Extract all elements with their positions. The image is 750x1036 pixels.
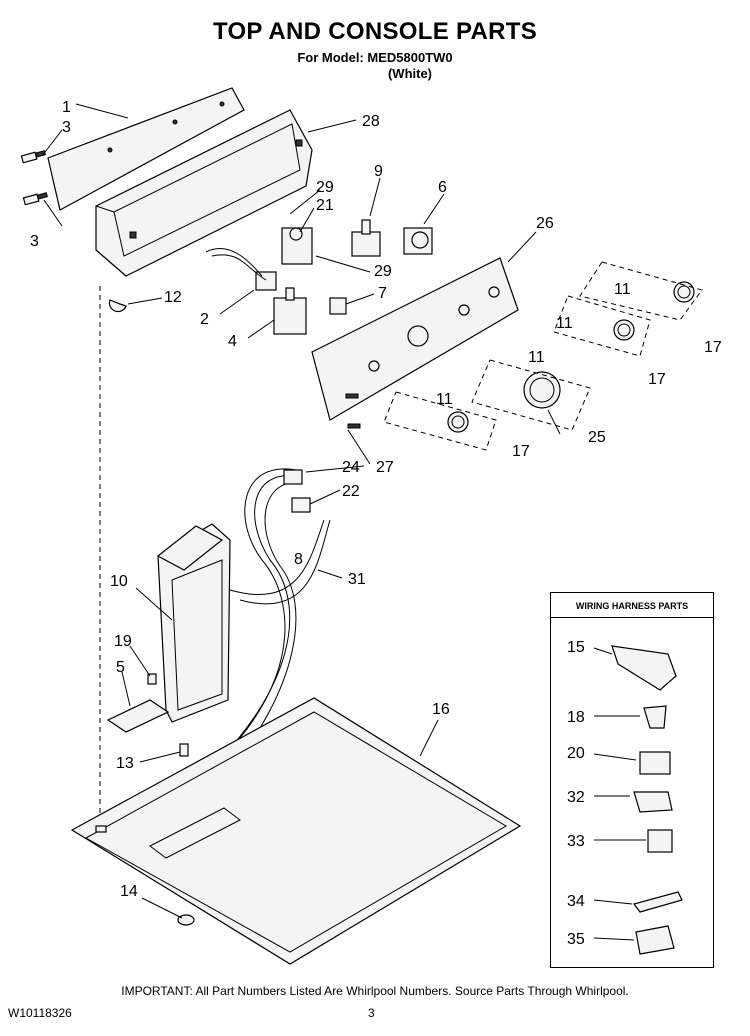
switch-part-9 bbox=[351, 219, 381, 257]
callout-25: 25 bbox=[588, 429, 606, 446]
lint-screen-part-10 bbox=[156, 523, 231, 723]
connector-part-2 bbox=[205, 248, 277, 291]
harness-callout-33: 33 bbox=[567, 833, 585, 850]
switch-part-6 bbox=[403, 227, 433, 255]
callout-24: 24 bbox=[342, 459, 360, 476]
wire-harness-part-31 bbox=[209, 468, 331, 771]
callout-19: 19 bbox=[114, 633, 132, 650]
important-note: IMPORTANT: All Part Numbers Listed Are W… bbox=[121, 984, 629, 998]
model-subtitle: For Model: MED5800TW0 bbox=[297, 50, 453, 65]
harness-parts-drawings: 15 18 20 32 33 34 35 bbox=[567, 639, 683, 955]
harness-callout-34: 34 bbox=[567, 893, 585, 910]
callout-11a: 11 bbox=[614, 281, 631, 298]
screw-part-13 bbox=[179, 743, 189, 757]
callout-29a: 29 bbox=[316, 179, 334, 196]
wiring-harness-parts-box: WIRING HARNESS PARTS bbox=[550, 592, 714, 968]
callout-16: 16 bbox=[432, 701, 450, 718]
callout-1: 1 bbox=[62, 99, 71, 116]
page-number: 3 bbox=[368, 1006, 375, 1020]
callout-2: 2 bbox=[200, 311, 209, 328]
harness-callout-15: 15 bbox=[567, 639, 585, 656]
knob-dashed-guides bbox=[99, 261, 703, 830]
callout-21: 21 bbox=[316, 197, 334, 214]
leader-lines bbox=[41, 103, 561, 919]
callout-11c: 11 bbox=[528, 349, 545, 366]
screw-part-3-upper bbox=[20, 150, 46, 164]
callout-12: 12 bbox=[164, 289, 182, 306]
harness-callout-20: 20 bbox=[567, 745, 585, 762]
callout-11d: 11 bbox=[436, 391, 453, 408]
callout-22: 22 bbox=[342, 483, 360, 500]
callout-31: 31 bbox=[348, 571, 366, 588]
callout-6: 6 bbox=[438, 179, 447, 196]
knob-part-17-c bbox=[447, 411, 469, 433]
callout-26: 26 bbox=[536, 215, 554, 232]
callout-13: 13 bbox=[116, 755, 134, 772]
knob-part-17-a bbox=[673, 281, 695, 303]
control-panel-part-26 bbox=[311, 257, 519, 429]
callout-27: 27 bbox=[376, 459, 394, 476]
harness-callout-18: 18 bbox=[567, 709, 585, 726]
callout-9: 9 bbox=[374, 163, 383, 180]
callout-10: 10 bbox=[110, 573, 128, 590]
harness-box-title: WIRING HARNESS PARTS bbox=[575, 601, 689, 611]
knob-part-17-b bbox=[613, 319, 635, 341]
callout-numbers: 1 3 3 28 29 21 9 6 26 12 2 29 7 4 11 11 … bbox=[30, 99, 722, 900]
callout-29b: 29 bbox=[374, 263, 392, 280]
foot-part-14 bbox=[177, 914, 195, 926]
callout-5: 5 bbox=[116, 659, 125, 676]
clip-part-12 bbox=[108, 299, 127, 313]
harness-callout-35: 35 bbox=[567, 931, 585, 948]
document-number: W10118326 bbox=[8, 1006, 72, 1020]
harness-callout-32: 32 bbox=[567, 789, 585, 806]
rear-panel-part-1 bbox=[47, 87, 245, 211]
screw-part-3-lower bbox=[22, 192, 48, 206]
screw-part-19 bbox=[147, 673, 157, 685]
knob-part-25 bbox=[523, 371, 561, 409]
callout-28: 28 bbox=[362, 113, 380, 130]
callout-17c: 17 bbox=[512, 443, 530, 460]
console-housing-part-28 bbox=[95, 109, 313, 277]
switch-part-21 bbox=[281, 227, 313, 265]
callout-3a: 3 bbox=[62, 119, 71, 136]
color-subtitle: (White) bbox=[387, 66, 433, 81]
page-title: TOP AND CONSOLE PARTS bbox=[212, 18, 538, 45]
callout-17b: 17 bbox=[648, 371, 666, 388]
callout-7: 7 bbox=[378, 285, 387, 302]
bracket-part-5 bbox=[106, 699, 170, 733]
switch-part-4 bbox=[273, 287, 307, 335]
callout-11b: 11 bbox=[556, 315, 573, 332]
callout-3b: 3 bbox=[30, 233, 39, 250]
callout-17a: 17 bbox=[704, 339, 722, 356]
harness-box-divider bbox=[551, 617, 713, 618]
top-cover-part-16 bbox=[70, 697, 522, 965]
callout-14: 14 bbox=[120, 883, 138, 900]
clip-part-7 bbox=[329, 297, 347, 315]
callout-4: 4 bbox=[228, 333, 237, 350]
callout-8: 8 bbox=[294, 551, 303, 568]
